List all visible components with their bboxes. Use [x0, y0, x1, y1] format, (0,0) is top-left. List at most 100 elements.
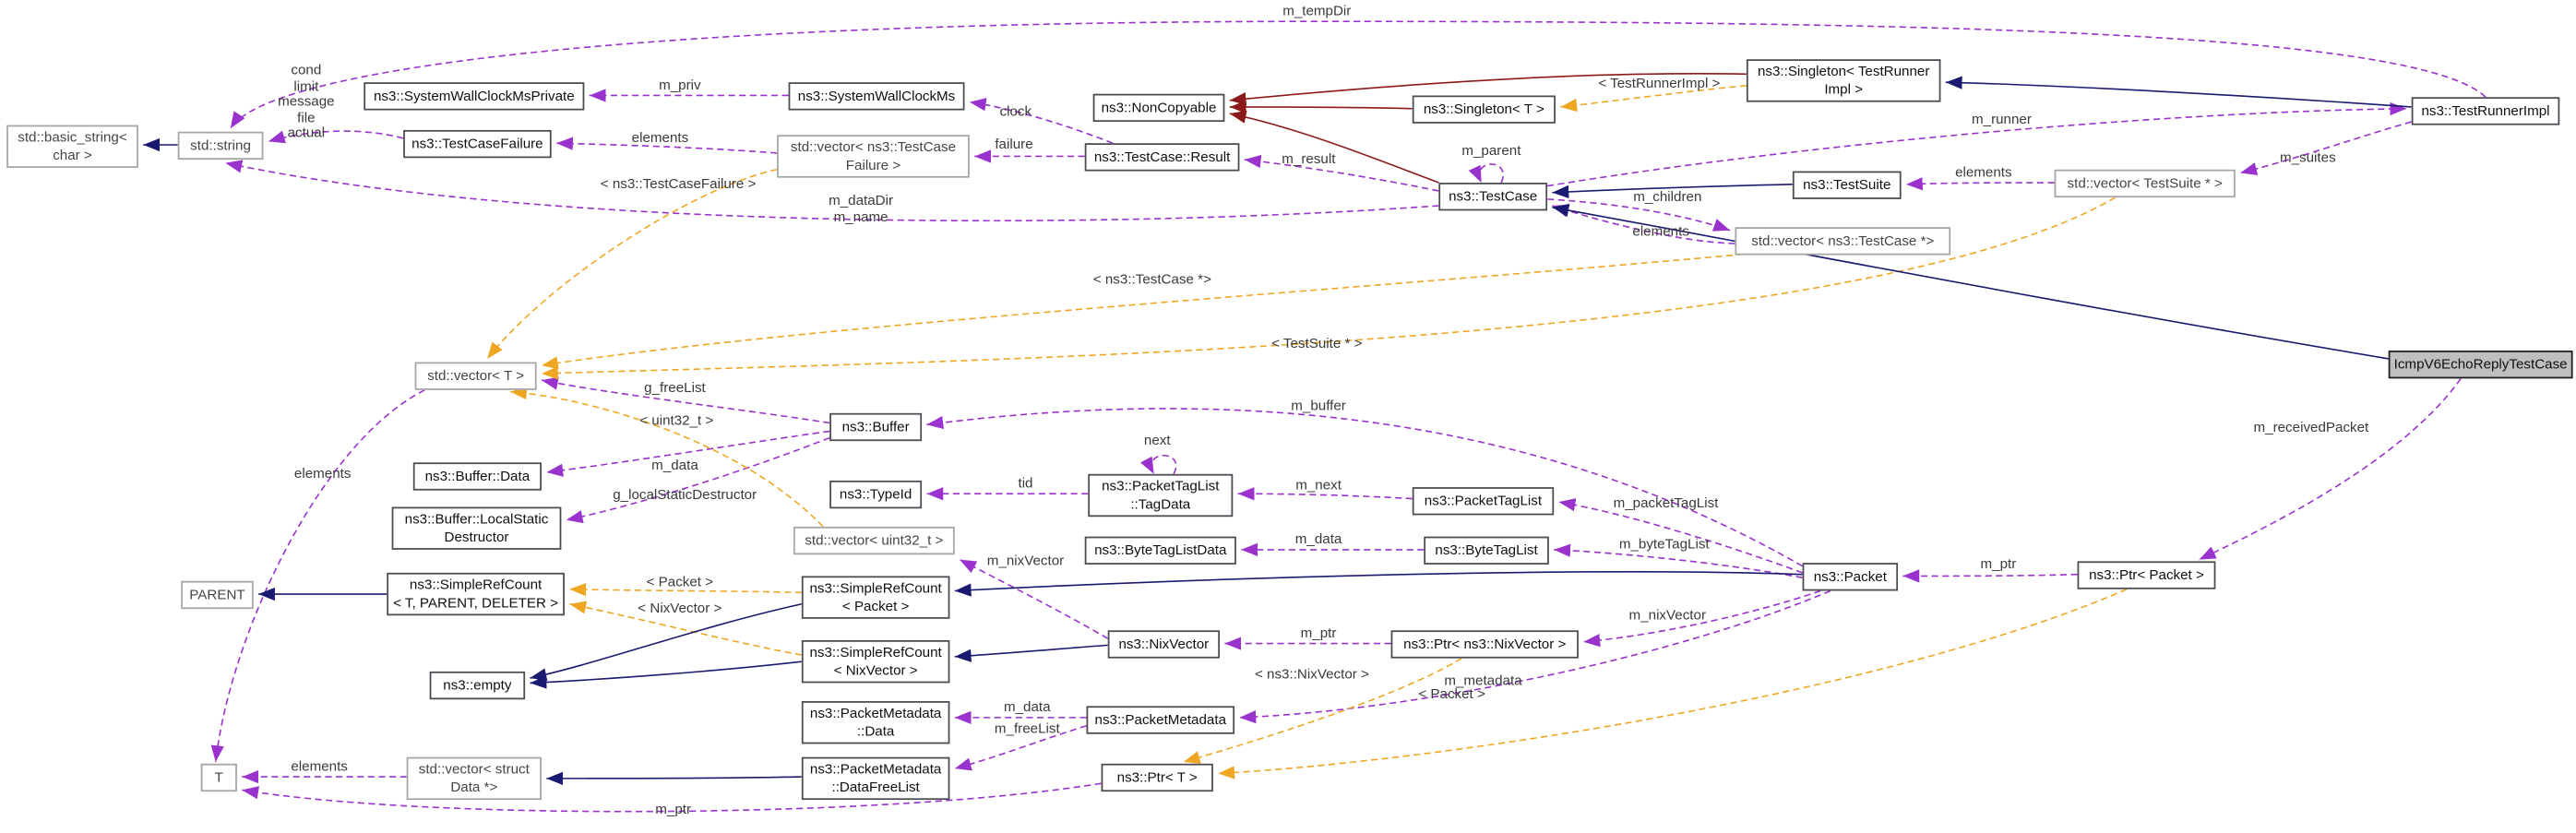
- node-packet-metadata-data-free-list[interactable]: ns3::PacketMetadata::DataFreeList: [801, 756, 950, 801]
- edge-m-parent: [1468, 163, 1504, 184]
- edge-label-tmpl-testrunnerimpl: < TestRunnerImpl >: [1598, 74, 1721, 91]
- node-t[interactable]: T: [200, 763, 237, 792]
- edge-label-tmpl-testsuite-ptr: < TestSuite * >: [1271, 334, 1363, 351]
- node-buffer-data[interactable]: ns3::Buffer::Data: [412, 462, 542, 491]
- edge-m-buffer: [926, 408, 1803, 567]
- node-system-wall-clock-ms[interactable]: ns3::SystemWallClockMs: [788, 82, 965, 111]
- edge-inh-src-packet-empty: [530, 602, 803, 682]
- node-label: std::vector< uint32_t >: [805, 531, 944, 549]
- node-vector-uint32[interactable]: std::vector< uint32_t >: [793, 526, 955, 555]
- node-parent[interactable]: PARENT: [181, 580, 254, 610]
- edge-label-failure-fields: cond limit message file actual: [278, 61, 335, 141]
- node-label: ns3::PacketTagList: [1102, 478, 1220, 494]
- edge-label-m-ptr-packet: m_ptr: [1980, 554, 2017, 572]
- edge-label-m-next: m_next: [1295, 476, 1342, 493]
- node-label: ns3::Buffer: [841, 418, 910, 435]
- node-test-runner-impl[interactable]: ns3::TestRunnerImpl: [2411, 97, 2560, 125]
- node-label: ns3::SystemWallClockMs: [797, 87, 956, 104]
- node-label: std::string: [190, 137, 251, 154]
- edge-label-elements-testcasefailure: elements: [631, 128, 689, 146]
- node-std-string[interactable]: std::string: [177, 131, 264, 161]
- node-singleton-t[interactable]: ns3::Singleton< T >: [1412, 95, 1556, 124]
- node-test-suite[interactable]: ns3::TestSuite: [1792, 171, 1902, 199]
- node-nix-vector[interactable]: ns3::NixVector: [1107, 630, 1221, 659]
- edge-label-elements-struct-data: elements: [291, 757, 348, 774]
- node-label: ns3::NixVector: [1118, 635, 1210, 652]
- edge-label-failure: failure: [995, 135, 1033, 152]
- edge-tmpl-uint32: [510, 386, 824, 528]
- node-label: ns3::TypeId: [839, 485, 912, 503]
- node-simple-ref-count-nix-vector[interactable]: ns3::SimpleRefCount< NixVector >: [801, 640, 950, 684]
- node-label: ::DataFreeList: [831, 778, 920, 795]
- node-type-id[interactable]: ns3::TypeId: [829, 480, 923, 509]
- node-simple-ref-count-packet[interactable]: ns3::SimpleRefCount< Packet >: [801, 576, 950, 619]
- node-label: Destructor: [444, 528, 509, 545]
- node-label: ns3::ByteTagList: [1435, 541, 1538, 559]
- edge-label-elements-testsuite: elements: [1955, 163, 2012, 180]
- node-ptr-packet[interactable]: ns3::Ptr< Packet >: [2077, 561, 2216, 589]
- edge-label-m-datadir-m-name: m_dataDir m_name: [829, 191, 894, 224]
- edge-inhp-testcase-noncopyable: [1229, 110, 1439, 184]
- node-label: ns3::SimpleRefCount: [809, 644, 942, 661]
- edge-label-m-ptr-nixvector: m_ptr: [1300, 624, 1337, 641]
- edge-label-tmpl-testcasefailure: < ns3::TestCaseFailure >: [600, 174, 757, 192]
- edge-tmpl-testcase-ptr: [541, 249, 1786, 370]
- edge-label-tmpl-ptr-packet: < Packet >: [1418, 684, 1485, 702]
- node-basic-string[interactable]: std::basic_string<char >: [6, 125, 138, 168]
- node-buffer[interactable]: ns3::Buffer: [829, 412, 923, 442]
- node-packet[interactable]: ns3::Packet: [1802, 563, 1899, 591]
- node-label: ns3::ByteTagListData: [1094, 541, 1227, 559]
- node-ptr-t[interactable]: ns3::Ptr< T >: [1101, 763, 1213, 792]
- node-ptr-nix-vector[interactable]: ns3::Ptr< ns3::NixVector >: [1390, 630, 1579, 659]
- node-label: ns3::Singleton< T >: [1423, 101, 1544, 118]
- node-non-copyable[interactable]: ns3::NonCopyable: [1092, 93, 1225, 123]
- edge-g-freelist: [541, 376, 830, 424]
- edge-label-m-freelist: m_freeList: [994, 720, 1060, 736]
- edge-m-packettaglist: [1558, 498, 1803, 574]
- node-label: ns3::Buffer::Data: [424, 468, 531, 484]
- node-label: ns3::SimpleRefCount: [809, 579, 942, 597]
- node-test-case[interactable]: ns3::TestCase: [1438, 183, 1548, 211]
- node-vector-test-case-ptr[interactable]: std::vector< ns3::TestCase *>: [1735, 227, 1951, 256]
- node-label: Impl >: [1824, 80, 1864, 98]
- node-empty[interactable]: ns3::empty: [429, 671, 526, 700]
- edge-label-m-nixvector: m_nixVector: [1628, 605, 1707, 623]
- node-vector-t[interactable]: std::vector< T >: [414, 362, 537, 390]
- node-packet-metadata[interactable]: ns3::PacketMetadata: [1086, 706, 1235, 734]
- edge-label-m-nixvector-uint: m_nixVector: [986, 552, 1065, 568]
- node-icmp-v6-echo-reply-test-case: IcmpV6EchoReplyTestCase: [2388, 351, 2573, 379]
- edge-tmpl-src-packet: [569, 582, 802, 597]
- edge-g-localstaticdestructor: [566, 436, 830, 524]
- edge-inhp-singleton-tri-noncopyable: [1229, 72, 1747, 106]
- node-label: char >: [53, 146, 92, 163]
- edge-inh-testsuite: [1552, 184, 1793, 199]
- node-vector-test-suite[interactable]: std::vector< TestSuite * >: [2054, 169, 2236, 198]
- node-packet-tag-list-tag-data[interactable]: ns3::PacketTagList::TagData: [1088, 473, 1234, 518]
- node-test-case-result[interactable]: ns3::TestCase::Result: [1084, 143, 1240, 172]
- edge-failure-fields: [268, 130, 404, 144]
- edge-label-m-tempdir: m_tempDir: [1282, 2, 1352, 19]
- edge-m-freelist: [954, 725, 1087, 771]
- edge-label-m-runner: m_runner: [1972, 110, 2032, 127]
- node-byte-tag-list[interactable]: ns3::ByteTagList: [1424, 536, 1549, 565]
- node-byte-tag-list-data[interactable]: ns3::ByteTagListData: [1084, 536, 1236, 565]
- edge-label-tmpl-src-packet: < Packet >: [646, 573, 714, 590]
- edge-m-suites: [2239, 121, 2412, 176]
- node-test-case-failure[interactable]: ns3::TestCaseFailure: [403, 129, 552, 159]
- node-packet-metadata-data[interactable]: ns3::PacketMetadata::Data: [801, 701, 950, 744]
- node-simple-ref-count-tpd[interactable]: ns3::SimpleRefCount< T, PARENT, DELETER …: [387, 572, 565, 616]
- edge-label-m-bytetaglist: m_byteTagList: [1618, 535, 1710, 553]
- node-system-wall-clock-ms-private[interactable]: ns3::SystemWallClockMsPrivate: [364, 82, 585, 111]
- edge-label-tmpl-src-nixvector: < NixVector >: [638, 599, 722, 616]
- node-label: ns3::NonCopyable: [1101, 99, 1217, 116]
- node-packet-tag-list[interactable]: ns3::PacketTagList: [1412, 487, 1555, 516]
- edge-tmpl-testrunnerimpl: [1560, 84, 1747, 113]
